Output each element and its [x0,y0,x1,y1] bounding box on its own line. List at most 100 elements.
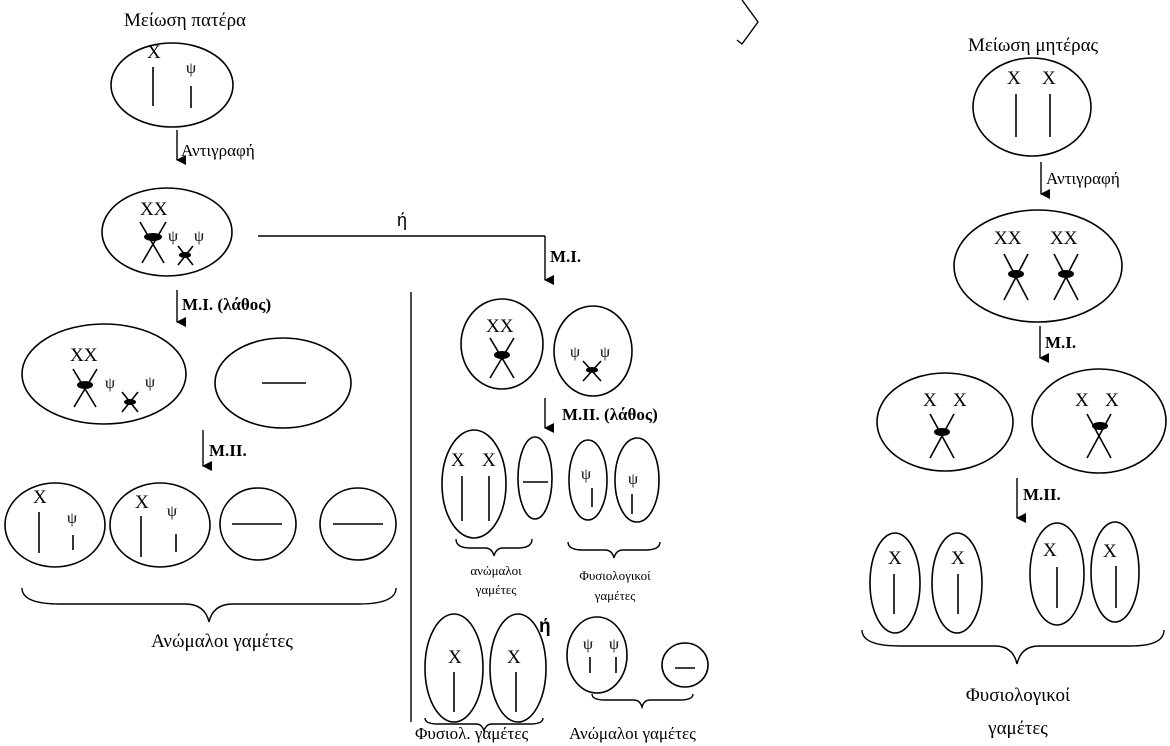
chromosome-label-y: ψ [168,228,178,245]
father-cell-initial [110,42,234,128]
mother-normal-gametes-label-2: γαμέτες [987,718,1048,739]
abnormal-bottom-label: Ανώμαλοι γαμέτες [569,724,696,743]
chromosome-label-y: ψ [194,228,204,245]
mother-cell-replicated [953,209,1123,323]
corner-mark [736,0,759,46]
chromosome-label-y: ψ [67,510,77,527]
centromere [179,252,191,258]
gamete-abnormal-yy [566,616,628,694]
chromosome-label-x: X [448,647,462,668]
or-bold-label: ή [539,616,551,637]
chromosome-label-x: X [451,450,465,471]
brace-normal-bottom [424,717,544,734]
chromosome-label-x: X [33,487,47,508]
mii-label: Μ.ΙΙ. [209,441,247,460]
gamete-normal-x [1029,522,1085,626]
chromosome-label-xx: XX [70,345,98,366]
father-alternative-section: Μ.Ι. XX ψ ψ Μ.ΙΙ. (λάθος) X X ψ ψ ανώμαλ… [415,236,709,743]
mother-mi-cell [1031,368,1167,474]
chromosome-label-x: X [482,450,496,471]
gamete-abnormal-empty [319,487,397,561]
gametes-small-label-2: γαμέτες [594,588,637,603]
gamete-normal-x [1090,521,1140,623]
chromosome-label-x: X [507,647,521,668]
brace-abnormal-gametes [21,587,397,623]
gamete-abnormal-empty [517,436,553,520]
brace-normal-small [567,541,661,559]
chromosome-label-x: X [1007,68,1021,89]
mother-replication-label: Αντιγραφή [1046,169,1120,188]
chromatid-x-pair [1086,413,1112,459]
gamete-normal-y [568,439,608,521]
abnormal-small-label: ανώμαλοι [470,563,522,578]
centromere [124,399,136,405]
centromere [1008,270,1024,278]
centromere [77,381,93,389]
chromosome-label-x: X [1043,540,1057,561]
normal-bottom-label: Φυσιολ. γαμέτες [415,724,528,743]
centromere [144,233,162,241]
father-cell-replicated [101,187,233,277]
chromosome-label-y: ψ [570,344,580,361]
mi-alt-label: Μ.Ι. [550,247,581,266]
chromosome-label-xx: XX [486,316,514,337]
mother-normal-gametes-label-1: Φυσιολογικοί [966,685,1071,706]
chromosome-label-x: X [147,42,161,63]
chromosome-label-x: X [1103,541,1117,562]
chromosome-label-x: X [135,492,149,513]
mother-title: Μείωση μητέρας [968,35,1099,56]
alt-mi-cell-x [460,298,544,390]
mother-cell-initial [972,57,1092,157]
gamete-normal-y [614,437,660,523]
gamete-abnormal-empty [219,487,297,561]
mother-mi-cell [876,372,1014,472]
chromosome-label-y: ψ [600,344,610,361]
chromosome-label-y: ψ [105,375,115,392]
chromatid-x-pair [139,221,167,264]
alt-mi-cell-y [553,305,633,397]
normal-small-label: Φυσιολογικοί [579,568,651,583]
gamete-normal-x [424,613,484,723]
centromere [494,351,510,359]
brace-abnormal-bottom [591,693,694,710]
mother-mii-label: Μ.ΙΙ. [1023,485,1061,504]
mother-mi-label: Μ.Ι. [1045,333,1076,352]
mi-error-label: Μ.Ι. (λάθος) [182,295,271,314]
brace-abnormal-small [455,538,533,557]
chromosome-label-x: X [888,548,902,569]
father-section: Μείωση πατέρα X ψ Αντιγραφή XX ψ ψ ή Μ.Ι… [4,10,545,722]
chromosome-label-x: X [1105,390,1119,411]
abnormal-gametes-label: Ανώμαλοι γαμέτες [151,631,293,652]
chromosome-label-y: ψ [145,374,155,391]
chromosome-label-x: X [951,548,965,569]
father-title: Μείωση πατέρα [124,10,246,31]
chromosome-label-xx: XX [1050,228,1078,249]
mii-error-label: Μ.ΙΙ. (λάθος) [562,405,658,424]
chromosome-label-x: X [1042,68,1056,89]
gamete-normal-x [869,532,921,634]
chromosome-label-xx: XX [994,228,1022,249]
chromosome-label-y: ψ [186,60,196,77]
chromosome-label-y: ψ [581,466,591,483]
father-mi-cell-empty [214,337,352,429]
chromosome-label-xx: XX [140,199,168,220]
centromere [1092,422,1108,430]
gamete-abnormal-xy [4,482,106,568]
centromere [1058,270,1074,278]
gamete-abnormal-xx [441,429,507,539]
mother-section: Μείωση μητέρας X X Αντιγραφή XX XX Μ.Ι. … [861,35,1167,739]
father-replication-label: Αντιγραφή [181,141,255,160]
or-label: ή [397,210,407,230]
gamete-normal-x [489,613,547,723]
centromere [586,367,598,373]
chromosome-label-y: ψ [167,503,177,520]
brace-normal-gametes [861,629,1165,665]
chromosome-label-x: X [953,390,967,411]
gamete-normal-x [931,532,983,634]
father-mi-cell-abnormal [21,323,187,425]
gamete-abnormal-empty [661,642,709,688]
centromere [934,428,950,436]
chromosome-label-y: ψ [583,636,593,653]
chromosome-label-x: X [923,390,937,411]
